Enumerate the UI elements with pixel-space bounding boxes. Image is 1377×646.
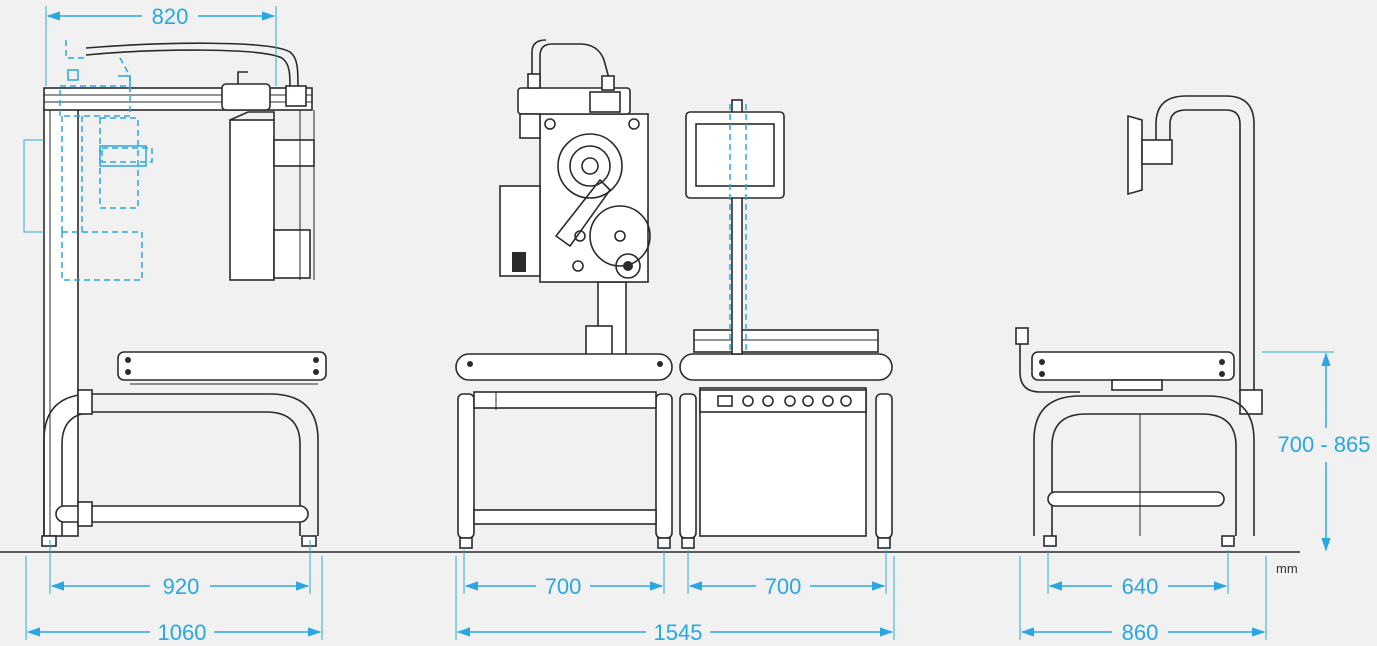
dim-label-1060: 1060 [158,620,207,645]
dim-label-700-a: 700 [545,574,582,599]
dim-label-700-b: 700 [765,574,802,599]
dim-label-860: 860 [1122,620,1159,645]
dim-label-1545: 1545 [654,620,703,645]
dimension-1545: 1545 [455,556,895,645]
dimension-height: 700 - 865 [1262,351,1371,552]
unit-label: mm [1276,561,1298,576]
dim-label-920: 920 [163,574,200,599]
dimension-700-a: 700 [463,550,665,599]
right-side-view [1015,95,1263,547]
dim-label-820: 820 [152,4,189,29]
dimension-700-b: 700 [687,550,887,599]
dimension-920: 920 [49,540,311,599]
dimension-1060: 1060 [25,556,323,645]
dimension-640: 640 [1047,550,1229,599]
dim-label-640: 640 [1122,574,1159,599]
center-front-view [455,39,893,549]
dimension-820: 820 [45,4,277,86]
left-side-view [23,40,327,547]
dim-label-height: 700 - 865 [1278,432,1371,457]
dimension-860: 860 [1019,556,1267,645]
